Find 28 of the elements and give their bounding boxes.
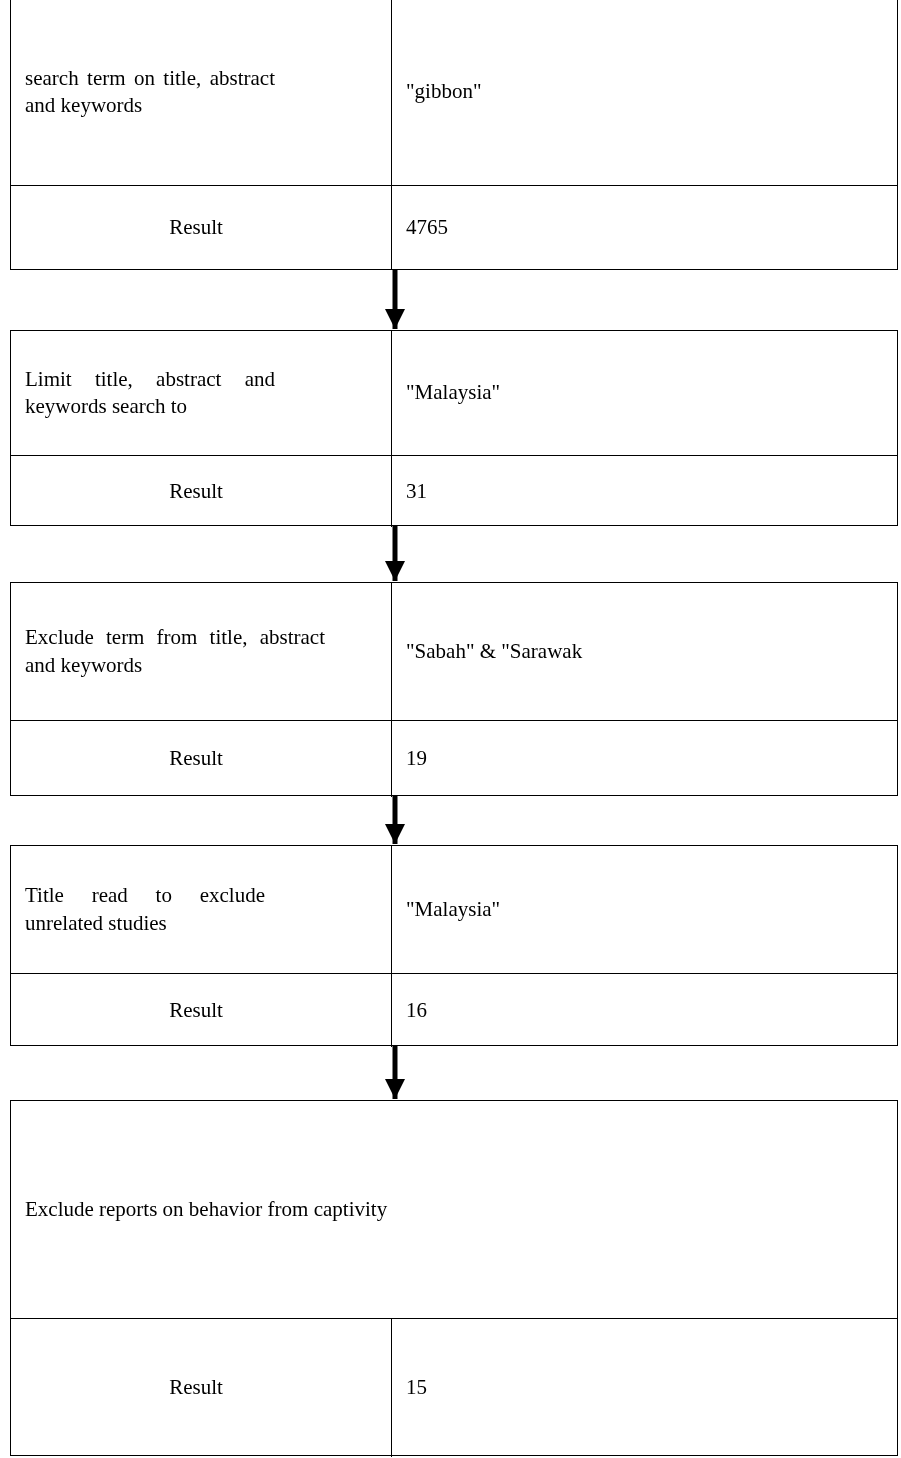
result-label: Result: [169, 1374, 224, 1402]
search-term: "gibbon": [406, 78, 482, 106]
result-label: Result: [169, 213, 224, 241]
result-label: Result: [169, 745, 224, 773]
flow-table: [10, 845, 898, 1046]
result-count: 15: [406, 1374, 427, 1402]
criterion-text: Title read to exclude unrelated studies: [25, 882, 265, 937]
result-count: 19: [406, 745, 427, 773]
down-arrow: [385, 1046, 405, 1099]
flow-table: [10, 0, 898, 270]
flow-table: [10, 582, 898, 796]
result-label: Result: [169, 996, 224, 1024]
flow-table: [10, 1100, 898, 1456]
search-term: "Malaysia": [406, 379, 501, 407]
criterion-text: Exclude term from title, abstract and keywords: [25, 624, 325, 679]
result-count: 4765: [406, 213, 448, 241]
result-count: 16: [406, 996, 427, 1024]
down-arrow: [385, 270, 405, 329]
criterion-text: Limit title, abstract and keywords search to: [25, 365, 275, 420]
criterion-text: Exclude reports on behavior from captivity: [25, 1195, 388, 1223]
down-arrow: [385, 526, 405, 581]
criterion-text: search term on title, abstract and keywords: [25, 64, 275, 119]
down-arrow: [385, 796, 405, 844]
search-term: "Malaysia": [406, 895, 501, 923]
result-count: 31: [406, 477, 427, 505]
result-label: Result: [169, 477, 224, 505]
search-term: "Sabah" & "Sarawak: [406, 637, 583, 665]
flow-table: [10, 330, 898, 526]
